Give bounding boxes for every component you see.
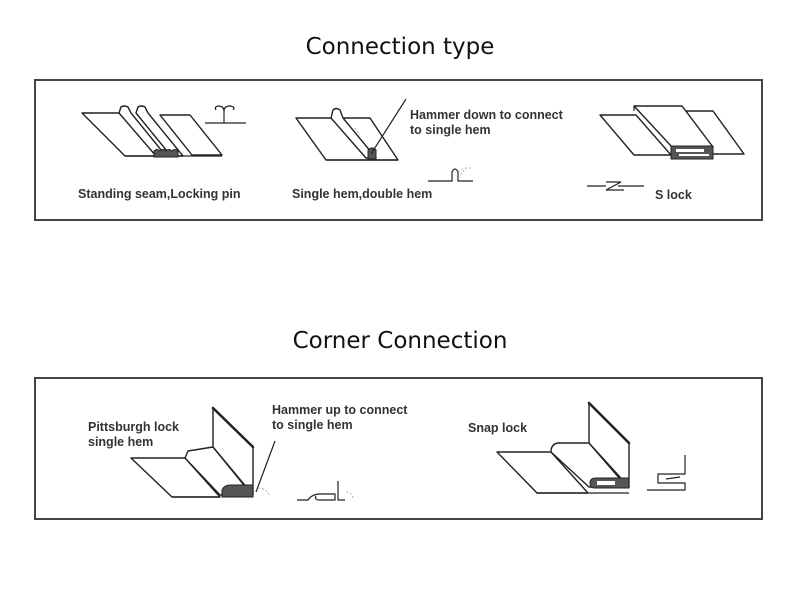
standing-seam-illustration [81, 105, 223, 158]
s-lock-profile-icon [587, 181, 644, 191]
note-hammer-down-line1: Hammer down to connect [410, 108, 563, 122]
label-pittsburgh-lock-line2: single hem [88, 435, 154, 449]
single-hem-profile-icon [428, 167, 473, 182]
pittsburgh-lock-profile-icon [297, 481, 355, 501]
label-s-lock: S lock [655, 188, 692, 202]
note-hammer-down-line2: to single hem [410, 123, 491, 137]
label-standing-seam: Standing seam,Locking pin [78, 187, 241, 201]
pittsburgh-lock-illustration [130, 406, 276, 498]
corner-connection-panel [34, 377, 763, 520]
label-snap-lock: Snap lock [468, 421, 528, 435]
section-title-corner-connection: Corner Connection [292, 328, 508, 354]
snap-lock-illustration [496, 401, 631, 494]
section-title-connection-type: Connection type [305, 34, 495, 60]
snap-lock-profile-icon [647, 455, 686, 491]
s-lock-illustration [599, 105, 745, 160]
label-pittsburgh-lock-line1: Pittsburgh lock [88, 420, 179, 434]
label-single-hem: Single hem,double hem [292, 187, 433, 201]
single-hem-illustration [295, 98, 407, 161]
standing-seam-profile-icon [205, 105, 246, 124]
note-hammer-up-line1: Hammer up to connect [272, 403, 408, 417]
note-hammer-up-line2: to single hem [272, 418, 353, 432]
